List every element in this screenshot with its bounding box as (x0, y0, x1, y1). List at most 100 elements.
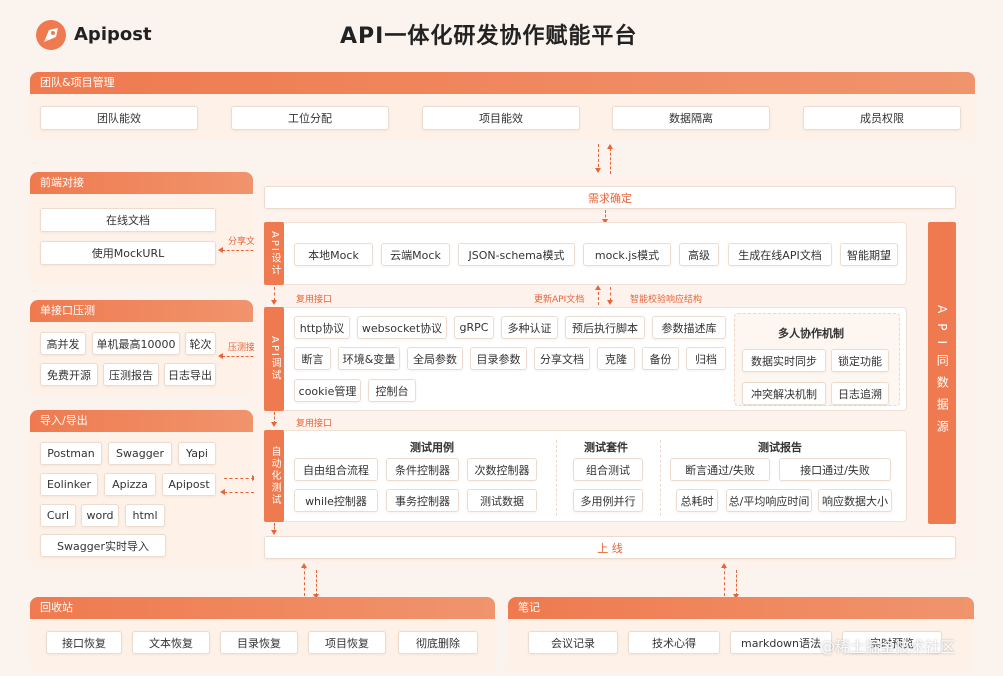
reuse-api-label-1: 复用接口 (296, 295, 333, 305)
test-report-item: 总/平均响应时间 (726, 489, 812, 512)
io-item: Apizza (104, 473, 156, 496)
release-bar: 上 线 (264, 536, 956, 559)
design-item: 智能期望 (840, 243, 898, 266)
team-item: 数据隔离 (612, 106, 770, 130)
team-panel-title: 团队&项目管理 (30, 72, 975, 94)
frontend-panel-title: 前端对接 (30, 172, 253, 194)
stress-panel-title: 单接口压测 (30, 300, 253, 322)
io-item: html (125, 504, 165, 527)
recycle-item: 接口恢复 (46, 631, 122, 654)
autotest-bar: 自动化测试 (264, 430, 284, 522)
notes-panel: 笔记 会议记录 技术心得 markdown语法 实时预览 (508, 597, 974, 671)
notes-item: markdown语法 (730, 631, 832, 654)
recycle-item: 彻底删除 (398, 631, 478, 654)
notes-item: 实时预览 (842, 631, 942, 654)
test-case-item: 次数控制器 (467, 458, 537, 481)
debug-item: gRPC (454, 316, 494, 339)
test-case-item: 自由组合流程 (294, 458, 378, 481)
stress-item: 免费开源 (40, 363, 98, 386)
watermark: @稀土掘金技术社区 (820, 638, 956, 656)
notes-panel-title: 笔记 (508, 597, 974, 619)
brand-logo (36, 20, 66, 50)
api-design-bar: API设计 (264, 222, 284, 285)
test-case-item: 事务控制器 (386, 489, 459, 512)
share-doc-label: 分享文档 (228, 237, 265, 247)
reuse-api-label-2: 复用接口 (296, 419, 333, 429)
api-debug-bar: API调试 (264, 307, 284, 411)
requirement-bar: 需求确定 (264, 186, 956, 209)
test-case-item: while控制器 (294, 489, 378, 512)
stress-item: 高并发 (40, 332, 86, 355)
design-item: 生成在线API文档 (728, 243, 832, 266)
design-item: mock.js模式 (583, 243, 671, 266)
debug-item: 环境&变量 (338, 347, 400, 370)
stress-item: 轮次 (185, 332, 216, 355)
test-report-item: 接口通过/失败 (779, 458, 891, 481)
collab-item: 锁定功能 (831, 349, 889, 372)
io-item: Swagger (108, 442, 172, 465)
test-report-item: 总耗时 (676, 489, 718, 512)
test-report-item: 响应数据大小 (818, 489, 892, 512)
test-case-item: 测试数据 (467, 489, 537, 512)
io-item: Eolinker (40, 473, 98, 496)
recycle-panel-title: 回收站 (30, 597, 495, 619)
recycle-item: 目录恢复 (220, 631, 298, 654)
test-case-item: 条件控制器 (386, 458, 459, 481)
collab-item: 数据实时同步 (742, 349, 826, 372)
debug-item: 多种认证 (501, 316, 558, 339)
debug-item: 分享文档 (534, 347, 590, 370)
recycle-item: 项目恢复 (308, 631, 386, 654)
test-report-title: 测试报告 (758, 441, 802, 454)
design-item: JSON-schema模式 (458, 243, 575, 266)
io-item: Curl (40, 504, 76, 527)
frontend-panel: 前端对接 在线文档 使用MockURL (30, 172, 253, 286)
debug-item: websocket协议 (357, 316, 447, 339)
page-title: API一体化研发协作赋能平台 (340, 24, 638, 49)
debug-item: 控制台 (368, 379, 416, 402)
team-panel: 团队&项目管理 团队能效 工位分配 项目能效 数据隔离 成员权限 (30, 72, 975, 140)
design-item: 云端Mock (381, 243, 450, 266)
test-suite-item: 多用例并行 (573, 489, 643, 512)
team-item: 成员权限 (803, 106, 961, 130)
update-doc-label: 更新API文档 (534, 295, 585, 305)
stress-item: 日志导出 (164, 363, 216, 386)
frontend-item: 使用MockURL (40, 241, 216, 265)
io-item: Swagger实时导入 (40, 534, 166, 557)
debug-item: 参数描述库 (652, 316, 726, 339)
recycle-item: 文本恢复 (132, 631, 210, 654)
stress-item: 压测报告 (103, 363, 159, 386)
debug-item: 克隆 (597, 347, 635, 370)
io-item: word (81, 504, 119, 527)
io-item: Apipost (162, 473, 216, 496)
recycle-panel: 回收站 接口恢复 文本恢复 目录恢复 项目恢复 彻底删除 (30, 597, 495, 671)
collab-item: 日志追溯 (831, 382, 889, 405)
debug-item: 预后执行脚本 (565, 316, 645, 339)
test-report-item: 断言通过/失败 (670, 458, 770, 481)
debug-item: cookie管理 (294, 379, 361, 402)
test-suite-title: 测试套件 (584, 441, 628, 454)
team-item: 工位分配 (231, 106, 389, 130)
stress-item: 单机最高10000 (92, 332, 180, 355)
collab-title: 多人协作机制 (778, 327, 844, 340)
rocket-icon (44, 28, 58, 42)
notes-item: 技术心得 (628, 631, 720, 654)
import-export-panel-title: 导入/导出 (30, 410, 253, 432)
test-case-title: 测试用例 (410, 441, 454, 454)
team-item: 团队能效 (40, 106, 198, 130)
import-export-panel: 导入/导出 Postman Swagger Yapi Eolinker Apiz… (30, 410, 253, 568)
stress-panel: 单接口压测 高并发 单机最高10000 轮次 免费开源 压测报告 日志导出 (30, 300, 253, 396)
debug-item: 断言 (294, 347, 331, 370)
stress-api-label: 压测接口 (228, 343, 265, 353)
frontend-item: 在线文档 (40, 208, 216, 232)
notes-item: 会议记录 (528, 631, 618, 654)
team-item: 项目能效 (422, 106, 580, 130)
design-item: 本地Mock (294, 243, 373, 266)
brand-name: Apipost (74, 24, 152, 45)
collab-item: 冲突解决机制 (742, 382, 826, 405)
smart-check-label: 智能校验响应结构 (630, 295, 703, 305)
io-item: Yapi (178, 442, 216, 465)
debug-item: 全局参数 (407, 347, 463, 370)
io-item: Postman (40, 442, 102, 465)
debug-item: http协议 (294, 316, 350, 339)
test-suite-item: 组合测试 (573, 458, 643, 481)
